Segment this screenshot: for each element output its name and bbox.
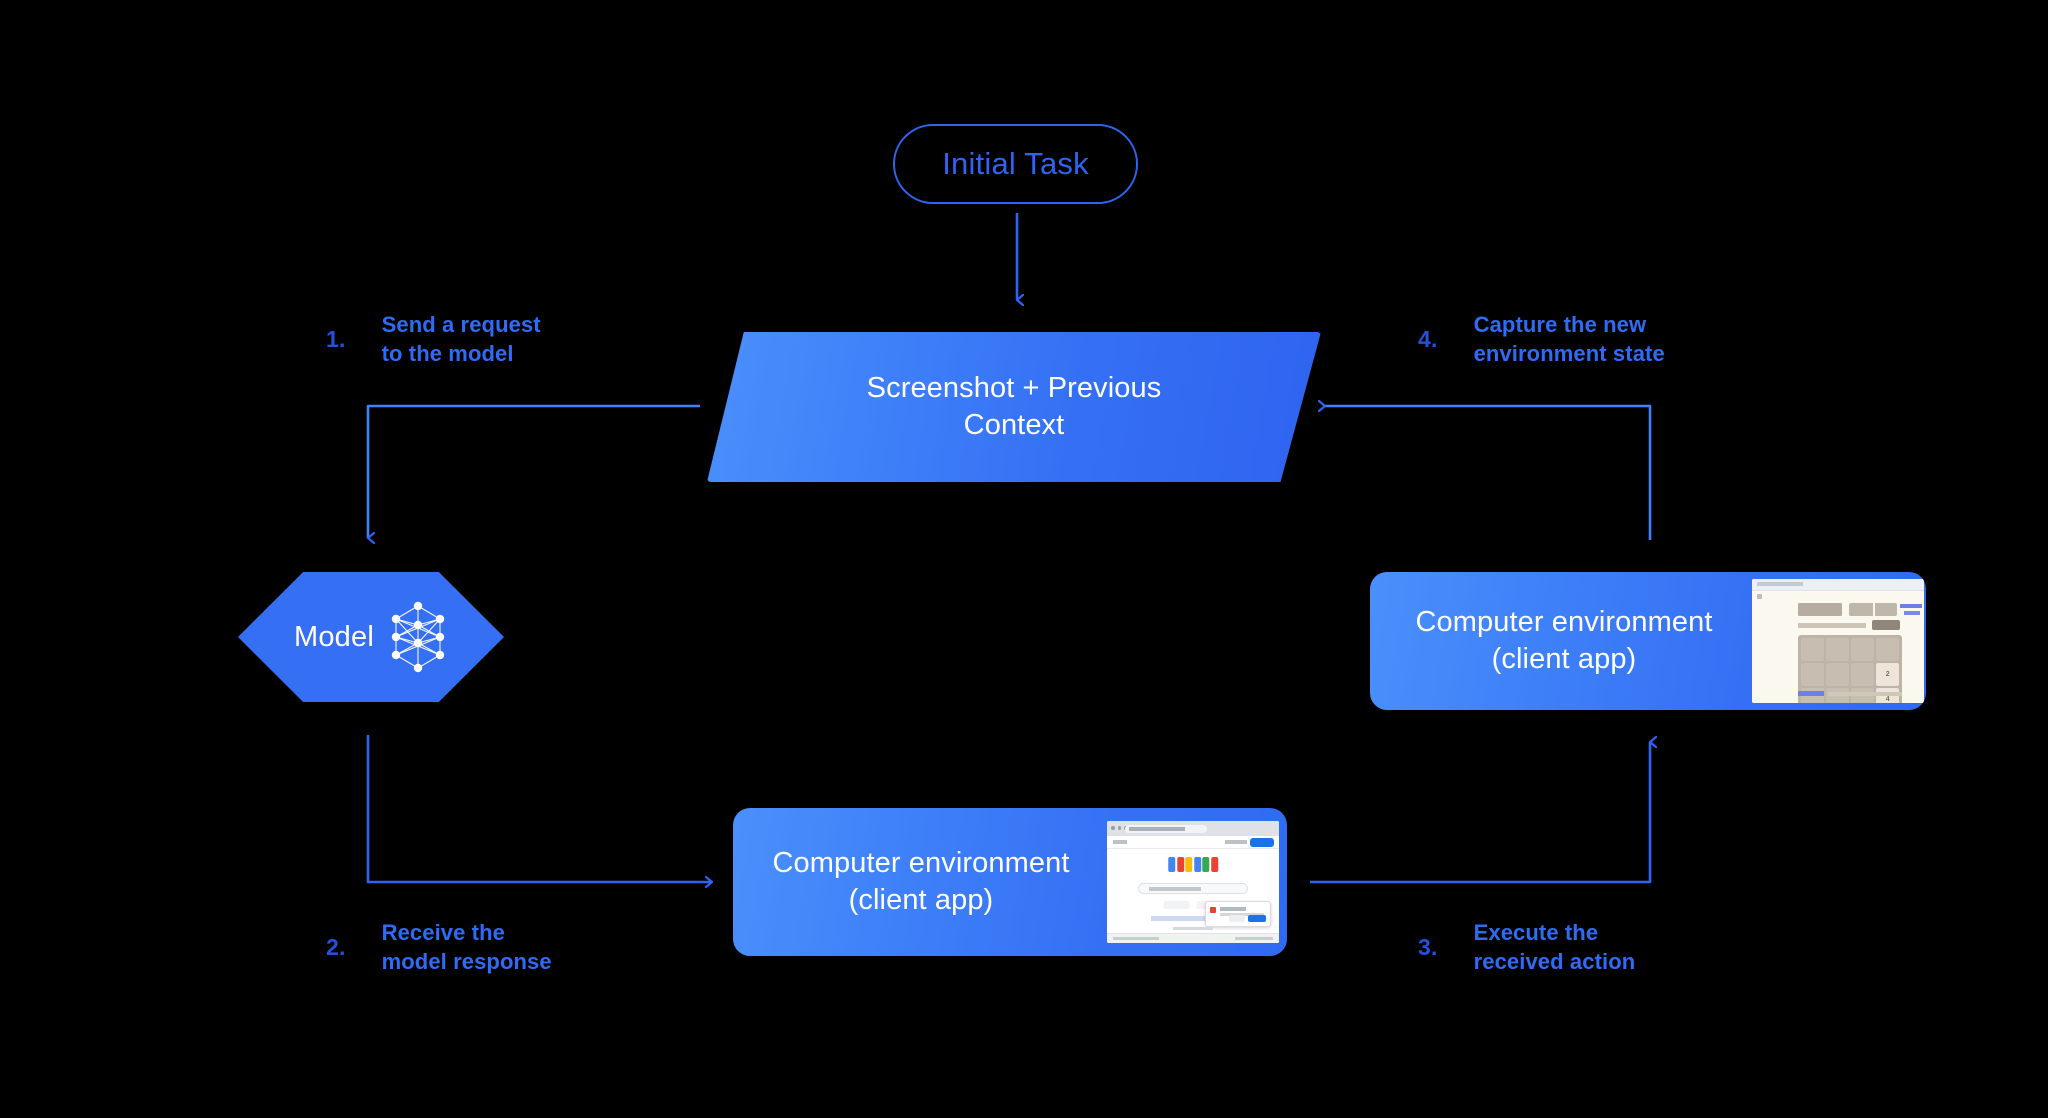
model-label: Model bbox=[294, 620, 374, 653]
header-link-2 bbox=[1904, 611, 1920, 615]
dialog-title bbox=[1220, 907, 1246, 911]
game-grid: 2 4 4 8 bbox=[1798, 635, 1902, 703]
node-screenshot-previous-context[interactable]: Screenshot + Previous Context bbox=[707, 332, 1321, 482]
arrow-context-to-model bbox=[366, 404, 700, 538]
score-divider bbox=[1873, 603, 1875, 616]
tile bbox=[1801, 638, 1824, 661]
tile bbox=[1876, 638, 1899, 661]
node-initial-task[interactable]: Initial Task bbox=[893, 124, 1138, 204]
header-link-1 bbox=[1900, 604, 1922, 608]
language-links bbox=[1151, 916, 1235, 921]
step-1-number: 1. bbox=[326, 325, 346, 352]
env-bottom-label: Computer environment (client app) bbox=[772, 846, 1070, 916]
footer-text bbox=[1828, 692, 1902, 696]
arrow-env-right-to-context bbox=[1325, 406, 1652, 540]
top-right-links bbox=[1225, 840, 1247, 844]
context-label-line2: Context bbox=[963, 409, 1065, 441]
sign-in-button bbox=[1250, 838, 1274, 847]
step-2-text: Receive the model response bbox=[381, 920, 552, 975]
step-4-text: Capture the new environment state bbox=[1473, 312, 1665, 367]
dialog-confirm-button bbox=[1248, 915, 1266, 922]
step-2-number: 2. bbox=[326, 933, 346, 960]
toolbar bbox=[1107, 836, 1279, 849]
step-label-3: 3. Execute the received action bbox=[1418, 918, 1635, 976]
tile bbox=[1851, 638, 1874, 661]
step-3-text: Execute the received action bbox=[1473, 920, 1636, 975]
browser-chrome-bar bbox=[1752, 579, 1924, 591]
tile bbox=[1851, 663, 1874, 686]
neural-network-icon bbox=[388, 600, 448, 674]
step-1-text: Send a request to the model bbox=[381, 312, 541, 367]
search-query-text bbox=[1149, 887, 1201, 891]
back-button bbox=[1113, 840, 1127, 844]
dialog-cancel-button bbox=[1229, 915, 1245, 922]
tile bbox=[1801, 663, 1824, 686]
context-label-block: Screenshot + Previous Context bbox=[707, 332, 1321, 482]
dialog-popup bbox=[1205, 901, 1271, 927]
url-text bbox=[1129, 826, 1185, 831]
tile-value: 4 bbox=[1885, 696, 1890, 703]
game-subtitle bbox=[1798, 623, 1866, 628]
game-2048-screenshot: 2 4 4 8 bbox=[1752, 579, 1924, 703]
arrow-env-bottom-to-env-right bbox=[1310, 742, 1650, 884]
dialog-icon bbox=[1210, 907, 1216, 913]
footer-links-right bbox=[1235, 937, 1273, 940]
env-right-thumbnail-2048: 2 4 4 8 bbox=[1752, 579, 1924, 703]
tab-dot bbox=[1757, 594, 1762, 599]
step-label-4: 4. Capture the new environment state bbox=[1418, 310, 1665, 368]
google-search-screenshot bbox=[1107, 821, 1279, 943]
dialog-body bbox=[1220, 913, 1264, 916]
env-bottom-thumbnail-google bbox=[1107, 821, 1279, 943]
model-content: Model bbox=[238, 572, 504, 702]
step-label-1: 1. Send a request to the model bbox=[326, 310, 541, 368]
step-label-2: 2. Receive the model response bbox=[326, 918, 552, 976]
tile bbox=[1826, 638, 1849, 661]
footer-links-left bbox=[1113, 937, 1159, 940]
initial-task-label: Initial Task bbox=[942, 146, 1089, 181]
node-model[interactable]: Model bbox=[238, 572, 504, 702]
google-logo-icon bbox=[1168, 857, 1218, 872]
game-title-block bbox=[1798, 603, 1842, 616]
hexagon-fill bbox=[238, 572, 504, 702]
footer-link bbox=[1798, 691, 1824, 696]
env-right-label: Computer environment (client app) bbox=[1415, 605, 1713, 675]
arrow-model-to-env-bottom bbox=[366, 735, 712, 882]
footer-midline bbox=[1173, 927, 1213, 930]
url-bar-placeholder bbox=[1757, 582, 1803, 586]
page-footer bbox=[1107, 933, 1279, 943]
step-4-number: 4. bbox=[1418, 325, 1438, 352]
context-label-line1: Screenshot + Previous bbox=[866, 371, 1162, 404]
new-game-button bbox=[1872, 620, 1900, 630]
step-3-number: 3. bbox=[1418, 933, 1438, 960]
parallelogram-fill bbox=[707, 332, 1321, 482]
tile bbox=[1826, 663, 1849, 686]
node-computer-environment-bottom[interactable]: Computer environment (client app) bbox=[733, 808, 1287, 956]
node-computer-environment-right[interactable]: Computer environment (client app) bbox=[1370, 572, 1926, 710]
tile: 2 bbox=[1876, 663, 1899, 686]
tile-value: 2 bbox=[1885, 670, 1890, 678]
